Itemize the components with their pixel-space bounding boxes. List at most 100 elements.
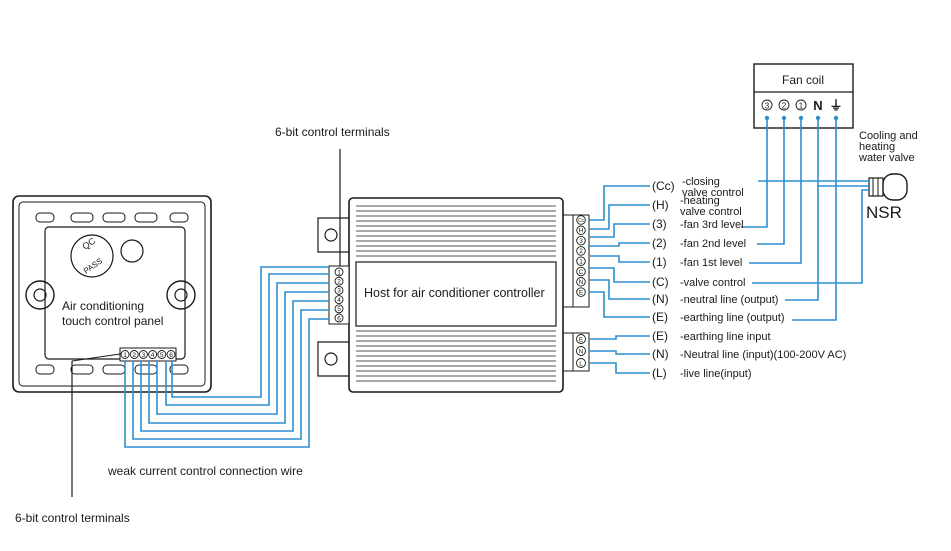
svg-text:(H): (H) [652,198,669,212]
output-line-6: (C) -valve control [652,275,745,289]
svg-text:valve control: valve control [680,206,742,218]
weak-wire-label: weak current control connection wire [107,464,303,478]
output-line-5: (1) -fan 1st level [652,255,742,269]
host-label: Host for air conditioner controller [364,286,545,300]
panel-label-line1: Air conditioning [62,299,144,313]
svg-text:E: E [579,289,584,296]
svg-text:(N): (N) [652,347,669,361]
svg-text:1: 1 [799,102,804,111]
wires [124,118,869,448]
host-output-terminal-1: Cc [576,215,586,225]
host-left-terminal-1: 1 [334,267,344,277]
output-line-4: (2) -fan 2nd level [652,236,746,250]
panel-label-line2: touch control panel [62,314,163,328]
svg-text:N: N [813,98,822,113]
svg-text:-Neutral line (input)(100-200V: -Neutral line (input)(100-200V AC) [680,349,846,361]
svg-text:(2): (2) [652,236,667,250]
bottom-terminals-label: 6-bit control terminals [15,511,130,525]
host-output-terminal-3: 3 [576,235,586,246]
svg-text:H: H [579,228,584,235]
input-line-1: (E) -earthing line input [652,329,771,343]
panel-terminal-1: 1 [120,350,130,359]
svg-text:5: 5 [337,306,341,313]
svg-text:-closing: -closing [682,176,720,188]
host-output-terminal-6: C [576,266,586,277]
panel-terminal-3: 3 [138,350,148,359]
svg-text:6: 6 [169,352,173,359]
host-left-terminal-3: 3 [334,285,344,295]
svg-text:2: 2 [337,279,341,286]
svg-text:valve control: valve control [682,187,744,199]
host-output-terminal-4: 2 [576,246,586,256]
output-line-7: (N) -neutral line (output) [652,292,778,306]
svg-text:E: E [579,336,584,343]
svg-text:-live line(input): -live line(input) [680,368,752,380]
panel-terminal-2: 2 [129,350,139,359]
svg-text:2: 2 [782,102,787,111]
svg-text:4: 4 [337,297,341,304]
host-input-terminal-2: N [576,346,586,356]
svg-text:(E): (E) [652,310,668,324]
host-controller: Host for air conditioner controller 1234… [317,197,590,393]
host-input-terminal-3: L [576,358,586,368]
fan-coil-terminal-3: 1 [795,99,807,121]
svg-text:N: N [579,348,584,355]
svg-text:N: N [579,279,584,286]
svg-text:3: 3 [337,288,341,295]
output-line-3: (3) -fan 3rd level [652,217,744,231]
host-left-terminal-6: 6 [334,313,344,323]
svg-text:6: 6 [337,315,341,322]
fan-coil-terminal-2: 2 [778,99,790,121]
svg-text:(L): (L) [652,366,667,380]
host-output-terminal-5: 1 [576,256,586,266]
top-terminals-label: 6-bit control terminals [275,125,390,139]
svg-text:(1): (1) [652,255,667,269]
svg-text:-fan 2nd level: -fan 2nd level [680,238,746,250]
svg-text:-earthing line (output): -earthing line (output) [680,312,785,324]
svg-text:4: 4 [151,352,155,359]
fan-coil-terminal-1: 3 [761,99,773,121]
panel-terminal-6: 6 [166,350,176,359]
host-output-terminal-2: H [576,225,586,236]
qc-pass-sticker [70,234,114,278]
svg-text:(N): (N) [652,292,669,306]
panel-terminal-4: 4 [148,350,158,359]
svg-text:2: 2 [132,352,136,359]
host-left-terminal-4: 4 [334,295,344,305]
svg-text:-earthing line input: -earthing line input [680,331,771,343]
svg-text:1: 1 [337,269,341,276]
valve-label-line2: heating [859,141,895,153]
svg-text:-valve control: -valve control [680,277,745,289]
svg-text:3: 3 [579,238,583,245]
svg-text:3: 3 [142,352,146,359]
host-input-terminal-1: E [576,334,586,344]
svg-text:5: 5 [160,352,164,359]
svg-text:(Cc): (Cc) [652,179,675,193]
host-left-terminal-2: 2 [334,276,344,286]
svg-text:L: L [579,360,583,367]
svg-text:(E): (E) [652,329,668,343]
input-line-2: (N) -Neutral line (input)(100-200V AC) [652,347,846,361]
host-output-terminal-7: N [576,277,586,287]
svg-text:(3): (3) [652,217,667,231]
host-left-terminal-5: 5 [334,304,344,314]
output-line-8: (E) -earthing line (output) [652,310,785,324]
host-output-terminal-8: E [576,287,586,297]
svg-text:(C): (C) [652,275,669,289]
svg-text:⏚: ⏚ [829,98,842,113]
svg-text:-neutral line (output): -neutral line (output) [680,294,778,306]
input-line-labels: (E) -earthing line input (N) -Neutral line … [652,329,846,380]
svg-text:C: C [579,269,584,276]
fan-coil-label: Fan coil [782,73,824,87]
svg-text:-fan 1st level: -fan 1st level [680,257,742,269]
nsr-label: NSR [866,203,902,222]
touch-control-panel: QC PASS Air conditioning touch control p… [12,195,212,393]
svg-text:-fan 3rd level: -fan 3rd level [680,219,744,231]
svg-text:1: 1 [579,259,583,266]
valve-label-line1: Cooling and [859,130,918,142]
